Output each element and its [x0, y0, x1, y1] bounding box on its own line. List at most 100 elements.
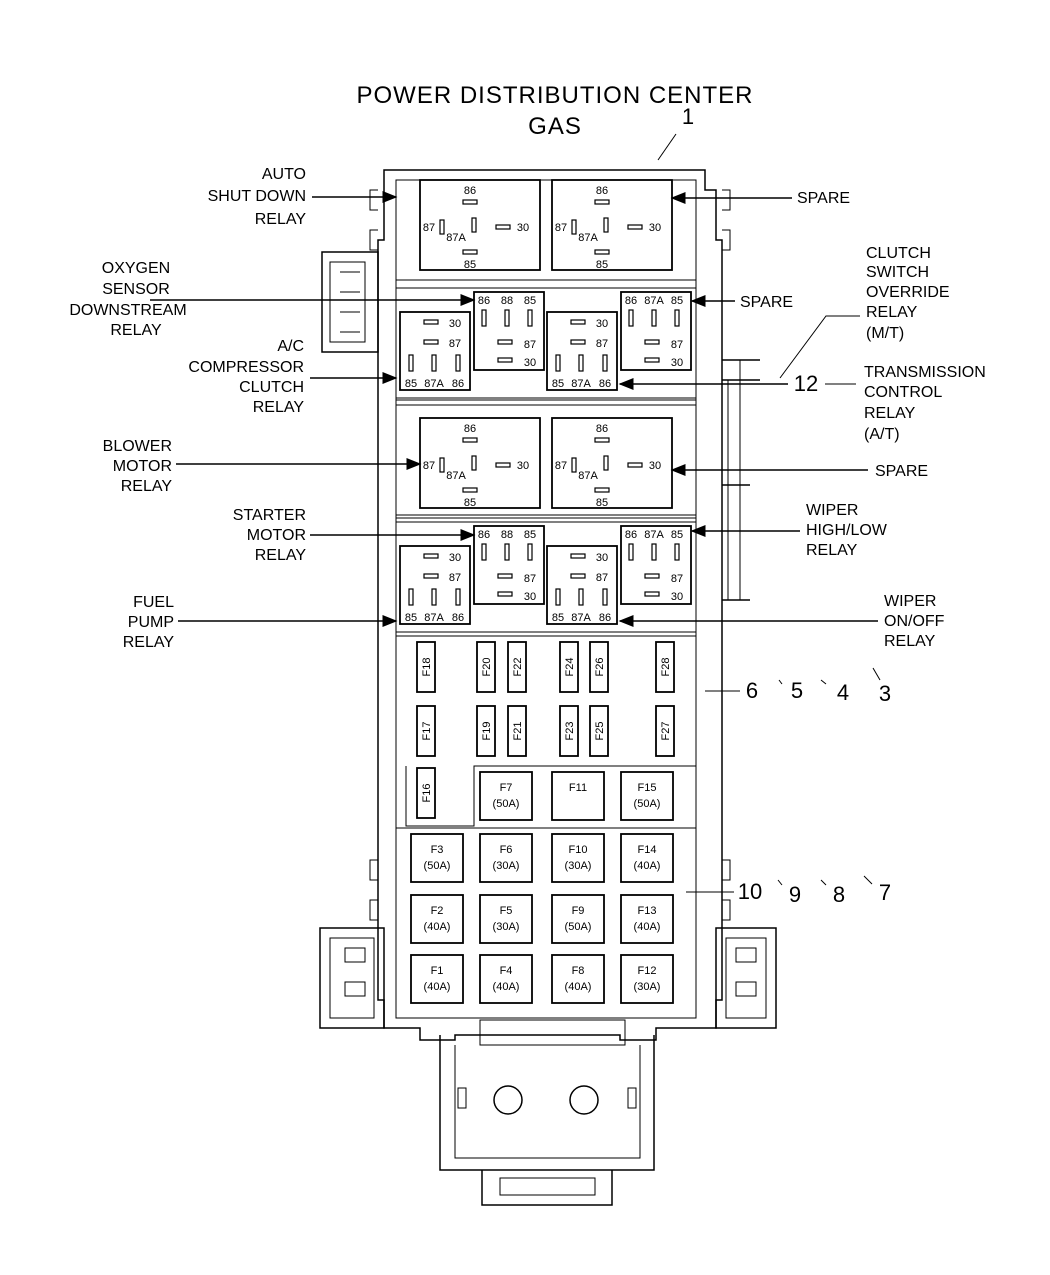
svg-text:88: 88: [501, 295, 513, 307]
svg-text:(A/T): (A/T): [864, 426, 900, 443]
svg-text:SHUT DOWN: SHUT DOWN: [208, 188, 306, 205]
svg-text:85: 85: [405, 612, 417, 624]
fuse-f23: [559, 705, 579, 757]
label-transmission-control-relay: 12 TRANSMISSION CONTROL RELAY (A/T): [618, 364, 986, 443]
svg-text:87: 87: [555, 222, 567, 234]
svg-text:85: 85: [671, 529, 683, 541]
fuse-f16: [416, 767, 436, 819]
svg-text:30: 30: [517, 460, 529, 472]
svg-text:F16: F16: [421, 784, 433, 803]
svg-text:MOTOR: MOTOR: [113, 458, 172, 475]
svg-text:SPARE: SPARE: [797, 190, 850, 207]
svg-text:87: 87: [555, 460, 567, 472]
relay-auto-shutdown: 86 85 87 87A 30: [419, 179, 541, 271]
svg-text:F17: F17: [421, 722, 433, 741]
svg-text:AUTO: AUTO: [262, 166, 306, 183]
svg-text:87A: 87A: [446, 470, 466, 482]
svg-text:CONTROL: CONTROL: [864, 384, 942, 401]
svg-text:F12: F12: [638, 965, 657, 977]
fuse-f20: [476, 641, 496, 693]
svg-text:86: 86: [596, 185, 608, 197]
svg-text:86: 86: [625, 529, 637, 541]
fuse-f24: [559, 641, 579, 693]
svg-text:85: 85: [596, 497, 608, 509]
svg-text:F20: F20: [481, 658, 493, 677]
svg-text:85: 85: [405, 378, 417, 390]
relay-row-3: [395, 404, 697, 516]
svg-text:WIPER: WIPER: [806, 502, 858, 519]
svg-text:F26: F26: [594, 658, 606, 677]
svg-text:BLOWER: BLOWER: [103, 438, 172, 455]
svg-text:86: 86: [596, 423, 608, 435]
callouts-row-upper: 6 5 4 3: [705, 667, 891, 706]
svg-text:85: 85: [596, 259, 608, 271]
svg-text:RELAY: RELAY: [123, 634, 175, 651]
fuse-f21: [507, 705, 527, 757]
svg-text:30: 30: [596, 318, 608, 330]
svg-text:85: 85: [464, 497, 476, 509]
svg-text:F11: F11: [569, 782, 587, 794]
svg-text:ON/OFF: ON/OFF: [884, 613, 945, 630]
label-starter-motor-relay: STARTER MOTOR RELAY: [233, 507, 476, 564]
svg-text:F25: F25: [594, 722, 606, 741]
svg-text:RELAY: RELAY: [255, 547, 307, 564]
fuse-f10: [551, 833, 605, 883]
svg-text:F22: F22: [512, 658, 524, 677]
svg-text:WIPER: WIPER: [884, 593, 936, 610]
svg-text:85: 85: [671, 295, 683, 307]
svg-text:30: 30: [596, 552, 608, 564]
svg-text:F7: F7: [500, 782, 513, 794]
fuse-f7: [479, 771, 533, 821]
svg-text:(40A): (40A): [565, 981, 592, 993]
svg-text:86: 86: [464, 185, 476, 197]
relay-transmission-control: 30 87 85 87A 86: [546, 311, 618, 391]
svg-text:FUEL: FUEL: [133, 594, 174, 611]
svg-text:HIGH/LOW: HIGH/LOW: [806, 522, 888, 539]
svg-text:88: 88: [501, 529, 513, 541]
svg-text:CLUTCH: CLUTCH: [866, 245, 931, 262]
svg-text:85: 85: [524, 295, 536, 307]
svg-text:TRANSMISSION: TRANSMISSION: [864, 364, 986, 381]
svg-text:86: 86: [452, 378, 464, 390]
svg-text:(40A): (40A): [634, 860, 661, 872]
relay-spare-mid: 86 87A 85 87 30: [620, 291, 692, 371]
relay-oxygen-sensor: 86 88 85 87 30: [473, 291, 545, 371]
svg-text:87: 87: [449, 338, 461, 350]
svg-text:87: 87: [671, 573, 683, 585]
svg-text:(40A): (40A): [634, 921, 661, 933]
callouts-row-lower: 10 9 8 7: [686, 875, 891, 907]
fuse-f13: [620, 894, 674, 944]
fuse-f14: [620, 833, 674, 883]
svg-text:(50A): (50A): [634, 798, 661, 810]
svg-text:F1: F1: [431, 965, 444, 977]
label-spare-mid: SPARE: [690, 294, 793, 311]
diagram-subtitle: GAS: [528, 113, 582, 140]
fuse-f6: [479, 833, 533, 883]
svg-text:87: 87: [423, 460, 435, 472]
svg-text:COMPRESSOR: COMPRESSOR: [188, 359, 304, 376]
maxi-fuse-area: F7 (50A) F11 F15 (50A) F3 (50A) F6 (30A)…: [410, 771, 674, 1004]
svg-text:SENSOR: SENSOR: [102, 281, 170, 298]
svg-text:CLUTCH: CLUTCH: [239, 379, 304, 396]
svg-text:7: 7: [879, 880, 891, 905]
fuse-f2: [410, 894, 464, 944]
svg-text:87: 87: [671, 339, 683, 351]
svg-text:30: 30: [671, 591, 683, 603]
label-wiper-highlow-relay: WIPER HIGH/LOW RELAY: [690, 502, 888, 559]
svg-text:86: 86: [464, 423, 476, 435]
label-oxygen-sensor-relay: OXYGEN SENSOR DOWNSTREAM RELAY: [69, 260, 476, 339]
svg-text:86: 86: [478, 295, 490, 307]
label-fuel-pump-relay: FUEL PUMP RELAY: [123, 594, 398, 651]
svg-text:F28: F28: [660, 658, 672, 677]
svg-text:87A: 87A: [571, 378, 591, 390]
svg-text:87: 87: [596, 338, 608, 350]
svg-text:(30A): (30A): [634, 981, 661, 993]
relay-row-1: [395, 179, 697, 281]
relay-blower-motor: 86 85 87 87A 30: [419, 417, 541, 509]
svg-text:86: 86: [599, 612, 611, 624]
svg-text:A/C: A/C: [277, 338, 304, 355]
svg-text:F8: F8: [572, 965, 585, 977]
svg-text:(30A): (30A): [493, 921, 520, 933]
callout-1: 1: [682, 104, 694, 129]
svg-text:RELAY: RELAY: [121, 478, 173, 495]
